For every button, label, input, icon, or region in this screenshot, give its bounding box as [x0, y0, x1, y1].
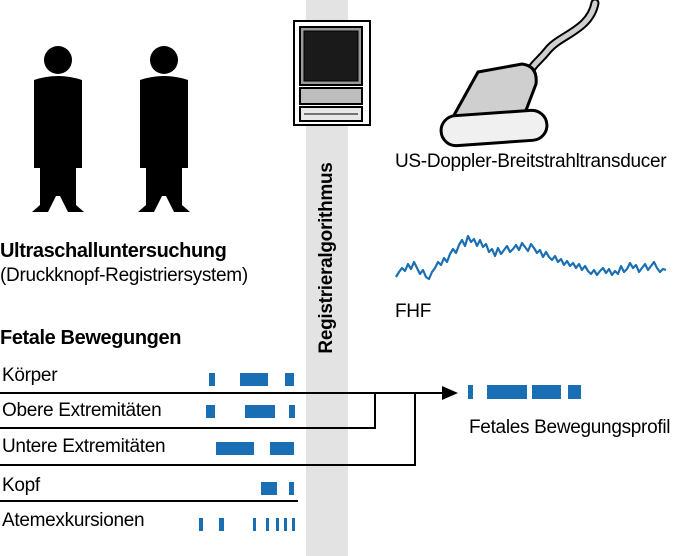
- arrow-head: [442, 386, 458, 400]
- marker-koerper: [285, 373, 294, 386]
- person-silhouette-icon: [138, 46, 190, 212]
- marker-obere: [289, 405, 295, 418]
- marker-kopf: [261, 482, 277, 495]
- movement-markers: [199, 373, 581, 531]
- marker-koerper: [240, 373, 268, 386]
- row-label-kopf: Kopf: [2, 475, 40, 496]
- row-label-obere-extremitaeten: Obere Extremitäten: [2, 400, 162, 421]
- marker-untere: [216, 442, 254, 455]
- row-separators: [0, 392, 298, 502]
- person-silhouette-icon: [32, 46, 84, 212]
- row-label-untere-extremitaeten: Untere Extremitäten: [2, 436, 166, 457]
- marker-atem: [292, 518, 295, 531]
- fhf-trace: [395, 234, 667, 281]
- ultrasound-subtitle: (Druckknopf-Registriersystem): [0, 265, 248, 286]
- profile-label: Fetales Bewegungsprofil: [469, 417, 671, 438]
- row-label-koerper: Körper: [2, 365, 58, 386]
- ultrasound-title: Ultraschalluntersuchung: [0, 240, 227, 262]
- movements-title: Fetale Bewegungen: [0, 327, 182, 349]
- marker-atem: [219, 518, 224, 531]
- marker-profile: [532, 385, 561, 399]
- marker-kopf: [289, 482, 294, 495]
- fhf-label: FHF: [395, 301, 432, 322]
- marker-koerper: [209, 373, 215, 386]
- marker-profile: [468, 385, 473, 399]
- marker-obere: [245, 405, 275, 418]
- marker-obere: [206, 405, 215, 418]
- marker-profile: [568, 385, 581, 399]
- marker-untere: [270, 442, 294, 455]
- marker-atem: [199, 518, 203, 531]
- marker-atem: [284, 518, 287, 531]
- transducer-label: US-Doppler-Breitstrahltransducer: [395, 151, 667, 172]
- marker-atem: [253, 518, 256, 531]
- connector-lines: [298, 392, 448, 466]
- row-label-atemexkursionen: Atemexkursionen: [2, 510, 145, 531]
- transducer-icon: [439, 0, 600, 148]
- marker-profile: [487, 385, 527, 399]
- marker-atem: [266, 518, 269, 531]
- marker-atem: [276, 518, 279, 531]
- computer-icon: [293, 20, 371, 126]
